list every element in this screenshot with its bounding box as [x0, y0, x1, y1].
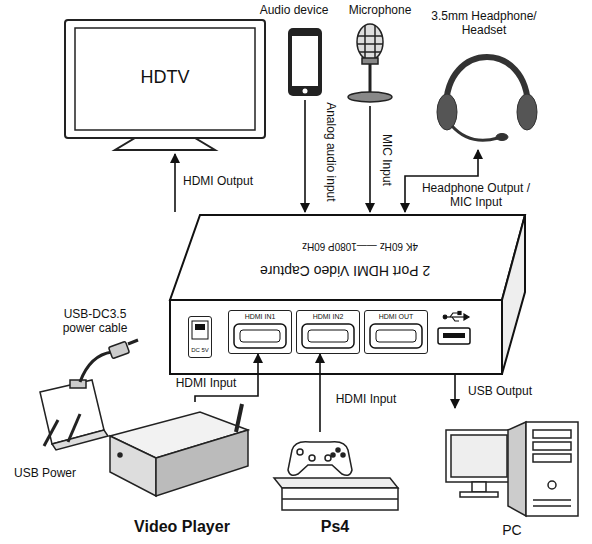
edge-label: MIC Input: [379, 132, 393, 188]
microphone-drawing: [348, 24, 392, 102]
device-node: PC: [442, 408, 586, 542]
cable-label: USB-DC3.5 power cable: [48, 308, 142, 336]
port-box: HDMI IN2: [296, 310, 360, 354]
edge-label: HDMI Output: [181, 175, 255, 189]
node-text: PC: [502, 522, 521, 538]
device-node: Audio device: [255, 2, 331, 100]
node-text: HDMI IN1: [245, 313, 276, 321]
node-text: Ps4: [321, 518, 349, 536]
hdtv-drawing: [65, 20, 265, 150]
phone-drawing: [288, 28, 322, 96]
node-text: Microphone: [349, 4, 412, 18]
connector-arrow: [369, 106, 371, 212]
node-text: Video Player: [134, 518, 230, 536]
port-box: HDMI IN1: [228, 310, 292, 354]
device-node: HDTV: [62, 16, 268, 154]
connector-arrow: [174, 154, 176, 212]
connector-arrow: [454, 374, 456, 408]
node-text: 3.5mm Headphone/ Headset: [428, 10, 540, 38]
edge-label: Analog audio input: [323, 100, 337, 203]
node-text: 2 Port HDMI Video Capture: [260, 263, 430, 279]
connector-arrow: [304, 100, 306, 212]
edge-label: HDMI Input: [174, 377, 239, 391]
device-node: USB Power: [4, 378, 108, 484]
node-text: HDTV: [141, 67, 190, 88]
port-box: DC 5V: [188, 316, 212, 358]
node-text: Audio device: [260, 4, 329, 18]
ps4-drawing: [274, 442, 398, 510]
node-text: 4K 60Hz ——1080P 60Hz: [302, 240, 418, 252]
port-box: HDMI OUT: [364, 310, 428, 354]
node-text: HDMI IN2: [313, 313, 344, 321]
device-node: 2 Port HDMI Video Capture 4K 60Hz ——1080P…: [166, 212, 528, 374]
edge-label: USB Output: [466, 385, 534, 399]
connector-arrow: [319, 354, 321, 432]
edge-label: HDMI Input: [334, 393, 399, 407]
node-text: DC 5V: [191, 347, 209, 354]
pc-drawing: [446, 422, 578, 516]
usb-symbol: [443, 312, 469, 322]
node-text: USB Power: [14, 467, 76, 481]
node-text: HDMI OUT: [379, 313, 414, 321]
device-node: Microphone: [338, 2, 420, 106]
capture-device-drawing: [170, 215, 525, 374]
device-node: 3.5mm Headphone/ Headset: [424, 4, 546, 150]
device-node: Ps4: [268, 432, 404, 540]
video-player-drawing: [110, 404, 248, 496]
device-node: Video Player: [108, 402, 262, 540]
edge-label: Headphone Output / MIC Input: [418, 182, 534, 210]
headset-drawing: [437, 57, 537, 141]
